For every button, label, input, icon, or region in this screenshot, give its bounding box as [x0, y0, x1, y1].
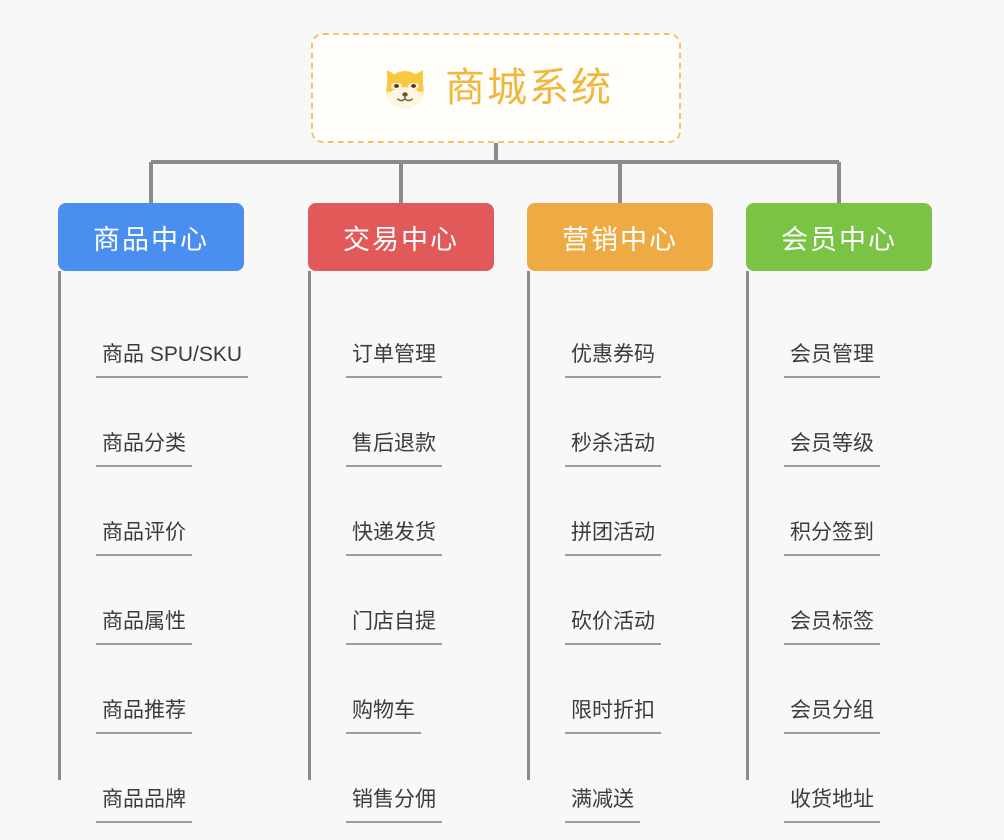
- leaf-item-label: 商品 SPU/SKU: [96, 341, 249, 378]
- leaf-item[interactable]: 订单管理: [316, 289, 494, 378]
- leaf-item[interactable]: 快递发货: [316, 467, 494, 556]
- leaf-item[interactable]: 拼团活动: [535, 467, 713, 556]
- leaf-list: 优惠券码秒杀活动拼团活动砍价活动限时折扣满减送: [527, 271, 713, 823]
- leaf-item[interactable]: 会员标签: [754, 556, 932, 645]
- leaf-item[interactable]: 限时折扣: [535, 645, 713, 734]
- leaf-item-label: 优惠券码: [565, 341, 661, 378]
- leaf-item[interactable]: 商品评价: [66, 467, 244, 556]
- leaf-item[interactable]: 收货地址: [754, 734, 932, 823]
- branch-spine: [527, 271, 530, 780]
- branch-head-4[interactable]: 会员中心: [746, 203, 932, 271]
- leaf-item[interactable]: 商品推荐: [66, 645, 244, 734]
- root-node[interactable]: 商城系统: [311, 33, 681, 143]
- branch-spine: [58, 271, 61, 780]
- branch-column: 交易中心订单管理售后退款快递发货门店自提购物车销售分佣: [308, 203, 494, 823]
- leaf-item-label: 会员分组: [784, 697, 880, 734]
- leaf-item-label: 商品推荐: [96, 697, 192, 734]
- leaf-item[interactable]: 满减送: [535, 734, 713, 823]
- leaf-item-label: 限时折扣: [565, 697, 661, 734]
- branch-column: 会员中心会员管理会员等级积分签到会员标签会员分组收货地址: [746, 203, 932, 823]
- leaf-item[interactable]: 商品品牌: [66, 734, 244, 823]
- leaf-item-label: 销售分佣: [346, 786, 442, 823]
- leaf-item[interactable]: 售后退款: [316, 378, 494, 467]
- leaf-list: 商品 SPU/SKU 商品分类商品评价商品属性商品推荐商品品牌: [58, 271, 249, 823]
- leaf-item-label: 会员标签: [784, 608, 880, 645]
- leaf-item-label: 拼团活动: [565, 519, 661, 556]
- leaf-item[interactable]: 秒杀活动: [535, 378, 713, 467]
- leaf-item-label: 商品品牌: [96, 786, 192, 823]
- leaf-item[interactable]: 销售分佣: [316, 734, 494, 823]
- leaf-item[interactable]: 商品 SPU/SKU: [66, 289, 249, 378]
- leaf-item[interactable]: 会员分组: [754, 645, 932, 734]
- leaf-item-label: 会员等级: [784, 430, 880, 467]
- leaf-item-label: 会员管理: [784, 341, 880, 378]
- leaf-item-label: 购物车: [346, 697, 421, 734]
- leaf-list: 订单管理售后退款快递发货门店自提购物车销售分佣: [308, 271, 494, 823]
- branch-head-1[interactable]: 商品中心: [58, 203, 244, 271]
- leaf-item[interactable]: 门店自提: [316, 556, 494, 645]
- leaf-item-label: 积分签到: [784, 519, 880, 556]
- leaf-item-label: 砍价活动: [565, 608, 661, 645]
- branch-spine: [746, 271, 749, 780]
- leaf-item[interactable]: 会员等级: [754, 378, 932, 467]
- leaf-item-label: 商品属性: [96, 608, 192, 645]
- leaf-item-label: 订单管理: [346, 341, 442, 378]
- branch-column: 营销中心优惠券码秒杀活动拼团活动砍价活动限时折扣满减送: [527, 203, 713, 823]
- leaf-item-label: 满减送: [565, 786, 640, 823]
- branch-head-2[interactable]: 交易中心: [308, 203, 494, 271]
- leaf-item-label: 快递发货: [346, 519, 442, 556]
- leaf-item[interactable]: 购物车: [316, 645, 494, 734]
- leaf-item-label: 售后退款: [346, 430, 442, 467]
- leaf-item-label: 商品评价: [96, 519, 192, 556]
- branch-head-3[interactable]: 营销中心: [527, 203, 713, 271]
- shiba-dog-face-icon: [379, 62, 431, 114]
- leaf-item-label: 门店自提: [346, 608, 442, 645]
- leaf-item[interactable]: 积分签到: [754, 467, 932, 556]
- leaf-item[interactable]: 会员管理: [754, 289, 932, 378]
- branch-spine: [308, 271, 311, 780]
- leaf-item-label: 秒杀活动: [565, 430, 661, 467]
- leaf-item[interactable]: 商品属性: [66, 556, 244, 645]
- leaf-list: 会员管理会员等级积分签到会员标签会员分组收货地址: [746, 271, 932, 823]
- leaf-item[interactable]: 商品分类: [66, 378, 244, 467]
- leaf-item-label: 商品分类: [96, 430, 192, 467]
- branch-column: 商品中心商品 SPU/SKU 商品分类商品评价商品属性商品推荐商品品牌: [58, 203, 249, 823]
- leaf-item[interactable]: 砍价活动: [535, 556, 713, 645]
- root-title: 商城系统: [445, 66, 613, 110]
- leaf-item[interactable]: 优惠券码: [535, 289, 713, 378]
- leaf-item-label: 收货地址: [784, 786, 880, 823]
